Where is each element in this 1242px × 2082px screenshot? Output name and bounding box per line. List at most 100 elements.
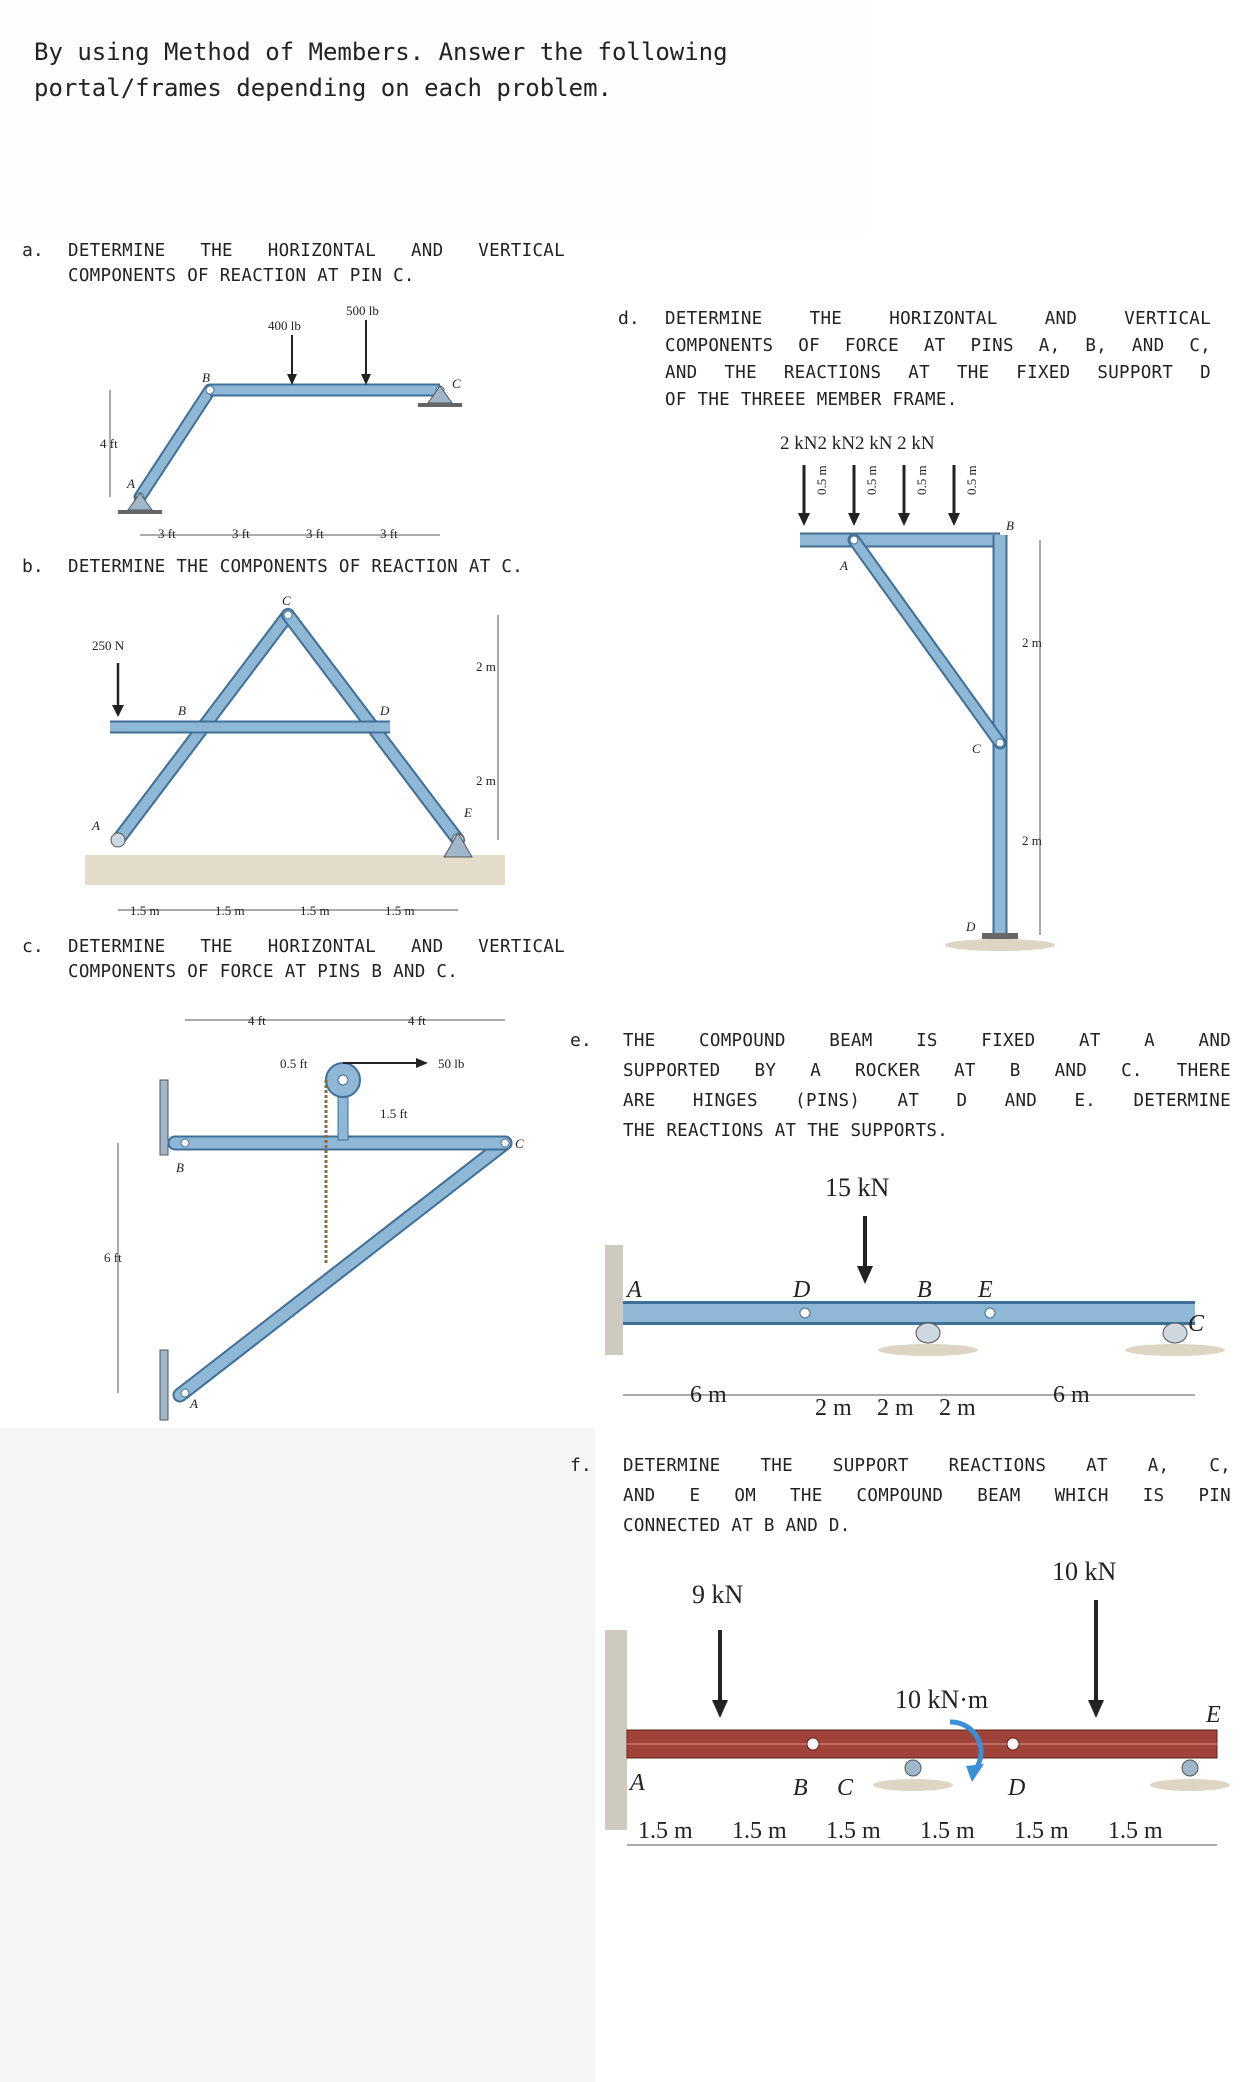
word: THE: [724, 363, 757, 383]
problem-e-text-line1: THE COMPOUND BEAM IS FIXED AT A AND: [623, 1028, 1231, 1055]
wall-b: [159, 1079, 169, 1156]
arrowhead: [948, 513, 960, 526]
word: AND: [1004, 1091, 1038, 1111]
word: AND: [665, 363, 698, 383]
word: REACTIONS: [783, 363, 882, 383]
word: A,: [1038, 336, 1061, 356]
problem-b-label: b.: [22, 556, 44, 577]
word: HORIZONTAL: [267, 937, 377, 957]
word: AT: [897, 1091, 920, 1111]
point-e-label: E: [1205, 1702, 1221, 1728]
point-c-label: C: [282, 593, 291, 608]
word: C,: [1189, 336, 1212, 356]
spacing-5: 6 m: [1053, 1382, 1090, 1408]
problem-f-text-line3: CONNECTED AT B AND D.: [623, 1516, 851, 1536]
word: DETERMINE: [1133, 1091, 1231, 1111]
hinge-e: [984, 1307, 996, 1319]
problem-c-text-line1: DETERMINE THE HORIZONTAL AND VERTICAL: [68, 934, 565, 961]
point-d-label: D: [965, 919, 976, 934]
point-c-label: C: [515, 1136, 524, 1151]
point-b-label: B: [176, 1160, 184, 1175]
figure-a-members: [118, 383, 462, 514]
word: ARE: [623, 1091, 656, 1111]
word: HORIZONTAL: [889, 309, 998, 329]
problem-c-text-line2: COMPONENTS OF FORCE AT PINS B AND C.: [68, 962, 459, 982]
spacing-5: 1.5 m: [1014, 1818, 1069, 1844]
problem-a-text-line2: COMPONENTS OF REACTION AT PIN C.: [68, 266, 415, 286]
support-e: [443, 832, 473, 858]
problem-d-text-line2: COMPONENTS OF FORCE AT PINS A, B, AND C,: [665, 333, 1211, 360]
word: THE: [956, 363, 990, 383]
pin-c: [500, 1138, 510, 1148]
word: COMPONENTS: [665, 336, 774, 356]
point-a-label: A: [839, 558, 848, 573]
member-ab-fill: [135, 385, 215, 502]
point-e-label: E: [977, 1277, 993, 1303]
word: WHICH: [1054, 1486, 1109, 1506]
problem-d-text-line4: OF THE THREEE MEMBER FRAME.: [665, 390, 958, 410]
point-b-label: B: [202, 370, 210, 385]
problem-f-text-line1: DETERMINE THE SUPPORT REACTIONS AT A, C,: [623, 1453, 1231, 1480]
ground-c: [873, 1779, 953, 1791]
height-2: 2 m: [476, 773, 496, 788]
figure-b-dimensions: 2 m 2 m 1.5 m 1.5 m 1.5 m 1.5 m A B C D …: [91, 593, 499, 918]
word: C.: [1121, 1061, 1143, 1081]
word: THE: [200, 937, 233, 957]
point-d-label: D: [1007, 1775, 1025, 1801]
top-panel: [0, 0, 865, 235]
word: HINGES: [692, 1091, 758, 1111]
problem-e-text-line3: ARE HINGES (PINS) AT D AND E. DETERMINE: [623, 1088, 1231, 1115]
width-1: 4 ft: [248, 1013, 266, 1028]
figure-c-loads: 50 lb: [343, 1056, 464, 1071]
arrowhead: [798, 513, 810, 526]
word: DETERMINE: [623, 1456, 721, 1476]
pin-b: [806, 1737, 820, 1751]
word: FORCE: [844, 336, 900, 356]
word: AND: [1044, 309, 1078, 329]
word: ROCKER: [855, 1061, 921, 1081]
spacing-1: 1.5 m: [638, 1818, 693, 1844]
word: HORIZONTAL: [267, 241, 377, 261]
word: AT: [1078, 1031, 1101, 1051]
spacing-1: 0.5 m: [814, 465, 829, 495]
intro-text: By using Method of Members. Answer the f…: [34, 34, 728, 106]
word: THERE: [1176, 1061, 1231, 1081]
word: FIXED: [981, 1031, 1036, 1051]
word: BEAM: [977, 1486, 1021, 1506]
problem-d-label: d.: [618, 308, 640, 329]
load-500-label: 500 lb: [346, 303, 379, 318]
problem-a-text-line1: DETERMINE THE HORIZONTAL AND VERTICAL: [68, 238, 565, 265]
figure-e: 15 kN 6 m 2 m 2 m 2 m 6 m A D B E C: [605, 1173, 1225, 1421]
word: THE: [809, 309, 843, 329]
spacing-4: 2 m: [939, 1395, 976, 1421]
word: IS: [1142, 1486, 1165, 1506]
spacing-3: 1.5 m: [826, 1818, 881, 1844]
moment-arc: [949, 1719, 984, 1772]
height-1: 2 m: [1022, 635, 1042, 650]
member-ac-fill: [174, 1137, 511, 1401]
spacing-4: 0.5 m: [964, 465, 979, 495]
spacing-2: 0.5 m: [864, 465, 879, 495]
word: BEAM: [829, 1031, 873, 1051]
word: SUPPORTED: [623, 1061, 721, 1081]
word: AND: [1198, 1031, 1232, 1051]
spacing-1: 6 m: [690, 1382, 727, 1408]
word: THE: [200, 241, 233, 261]
pin-b: [180, 1138, 190, 1148]
point-e-label: E: [463, 805, 472, 820]
figure-d-loads: 0.5 m 0.5 m 0.5 m 0.5 m: [798, 465, 979, 526]
word: THE: [623, 1031, 656, 1051]
figure-c: 50 lb 4 ft 4 ft 0.5 ft 1.5 ft 6 ft A B C: [104, 1013, 524, 1421]
intro-line2: portal/frames depending on each problem.: [34, 74, 612, 102]
word: AND: [1054, 1061, 1088, 1081]
spacing-2: 1.5 m: [215, 903, 245, 918]
ground-c: [1125, 1344, 1225, 1356]
spacing-1: 3 ft: [158, 526, 176, 540]
radius-label: 0.5 ft: [280, 1056, 308, 1071]
intro-line1: By using Method of Members. Answer the f…: [34, 38, 728, 66]
figure-c-dimensions: 4 ft 4 ft 0.5 ft 1.5 ft 6 ft A B C: [104, 1013, 524, 1411]
figure-d-members: [800, 532, 1055, 951]
point-d-label: D: [379, 703, 390, 718]
problem-a-label: a.: [22, 240, 44, 261]
point-a-label: A: [628, 1770, 645, 1796]
